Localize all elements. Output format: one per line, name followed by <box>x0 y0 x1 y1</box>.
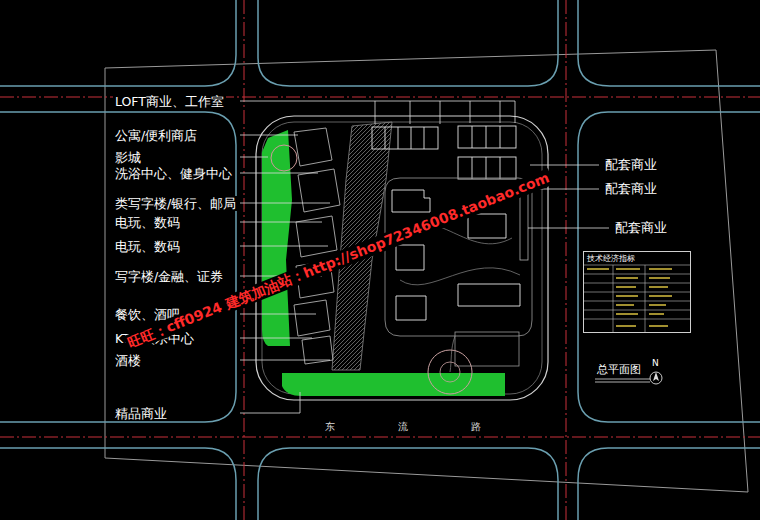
leader-line <box>530 165 599 166</box>
function-label: LOFT商业、工作室 <box>113 94 226 109</box>
red-axis-line <box>566 0 567 520</box>
road-edge <box>578 0 760 86</box>
table-heading: 技术经济指标 <box>587 254 687 263</box>
unit-divider <box>385 126 500 179</box>
garden-path <box>450 336 455 372</box>
north-arrow <box>653 372 659 381</box>
sheet-frame <box>105 50 748 492</box>
leader-line <box>240 338 312 339</box>
street-name: 东 流 路 <box>323 421 513 433</box>
leader-line <box>240 101 515 124</box>
function-label: 电玩、数码 <box>113 239 182 254</box>
function-label: 公寓/便利商店 <box>113 128 199 143</box>
title-underline <box>595 379 650 382</box>
apartment-building <box>396 245 424 270</box>
townhouse-row <box>458 157 516 179</box>
apartment-building <box>396 296 426 320</box>
site-boundary <box>256 116 548 400</box>
function-label: 洗浴中心、健身中心 <box>113 166 234 181</box>
round-plaza <box>428 350 472 394</box>
red-axis-line <box>244 0 245 520</box>
road-edge <box>578 448 760 520</box>
leader-line <box>240 392 300 413</box>
north-arrow-circle <box>650 372 662 384</box>
function-label: 酒楼 <box>113 353 143 368</box>
cinema-rotunda <box>271 145 297 171</box>
road-edge <box>258 0 558 86</box>
road-edge <box>0 112 236 422</box>
red-axis-line <box>0 437 760 438</box>
leader-line <box>240 135 298 136</box>
apartment-building <box>468 214 506 238</box>
table-cell-entry <box>587 269 672 326</box>
townhouse-row <box>372 127 438 149</box>
function-label: 配套商业 <box>603 181 659 197</box>
townhouse-row <box>458 126 516 148</box>
function-label: 配套商业 <box>613 220 669 236</box>
road-edge <box>0 448 236 520</box>
leader-line <box>240 360 330 361</box>
road-edge <box>578 112 760 422</box>
table-grid <box>583 265 691 333</box>
road-edge <box>0 0 236 86</box>
commercial-building <box>294 128 332 166</box>
residential-court <box>385 178 532 336</box>
north-label: N <box>650 358 661 369</box>
function-label: 类写字楼/银行、邮局 <box>113 196 238 211</box>
function-label: 精品商业 <box>113 406 169 421</box>
function-label: 写字楼/金融、证券 <box>113 269 225 284</box>
round-plaza <box>440 362 460 382</box>
leader-line <box>528 228 609 229</box>
indicator-table: 技术经济指标 <box>583 251 691 333</box>
function-label: 影城 <box>113 150 143 165</box>
commercial-building <box>294 300 330 336</box>
leader-line <box>240 314 316 315</box>
function-label: 配套商业 <box>603 157 659 173</box>
commercial-building <box>298 169 340 212</box>
apartment-building <box>458 284 520 306</box>
road-edge <box>258 448 558 520</box>
leader-line <box>240 246 328 247</box>
leader-line <box>240 222 322 223</box>
function-label: 电玩、数码 <box>113 215 182 230</box>
site-inner-boundary <box>262 122 542 394</box>
plaza-building <box>455 332 519 366</box>
drawing-title: 总平面图 <box>595 363 643 376</box>
leader-line <box>240 203 330 204</box>
apartment-building <box>392 190 430 212</box>
leader-line <box>240 173 318 174</box>
leader-line <box>240 157 268 158</box>
